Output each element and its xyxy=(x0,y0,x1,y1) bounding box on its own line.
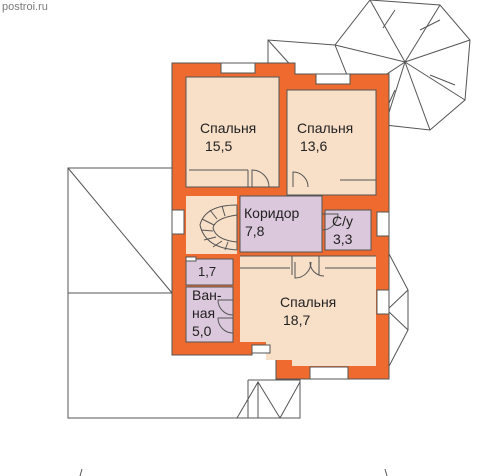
bedroom-ne-area-label: 13,6 xyxy=(300,138,327,154)
wc-area xyxy=(325,210,371,250)
corridor-area-label: 7,8 xyxy=(245,223,265,239)
bedroom-s-name: Спальня xyxy=(280,294,336,310)
bathroom-name-line2: ная xyxy=(192,305,215,321)
corridor-name: Коридор xyxy=(244,205,300,221)
bottom-edge-marks xyxy=(79,468,388,476)
corridor-area xyxy=(240,196,322,252)
doors xyxy=(217,169,339,334)
bedroom-ne-area xyxy=(287,90,376,195)
bedroom-nw-area xyxy=(186,77,279,187)
bedroom-nw-area-label: 15,5 xyxy=(205,138,232,154)
bedroom-ne-name: Спальня xyxy=(297,120,353,136)
bathroom-area-label: 5,0 xyxy=(192,323,212,339)
roof-outline-bottom xyxy=(236,381,301,419)
roof-outline-left xyxy=(67,167,301,419)
bathroom-name-line1: Ван- xyxy=(192,287,222,303)
bedroom-nw-name: Спальня xyxy=(200,120,256,136)
bedroom-s-area-label: 18,7 xyxy=(283,312,310,328)
windows xyxy=(171,62,390,380)
wc-area-label: 3,3 xyxy=(333,231,353,247)
watermark-text: postroi.ru xyxy=(2,1,48,13)
storage-area xyxy=(186,259,233,285)
wc-name: С/у xyxy=(332,213,353,229)
stair-area xyxy=(186,196,237,254)
bathroom-area xyxy=(186,287,233,342)
roof-outline-right xyxy=(386,249,409,371)
bedroom-s-area xyxy=(240,256,376,366)
storage-area-label: 1,7 xyxy=(198,264,216,279)
staircase xyxy=(199,204,238,251)
